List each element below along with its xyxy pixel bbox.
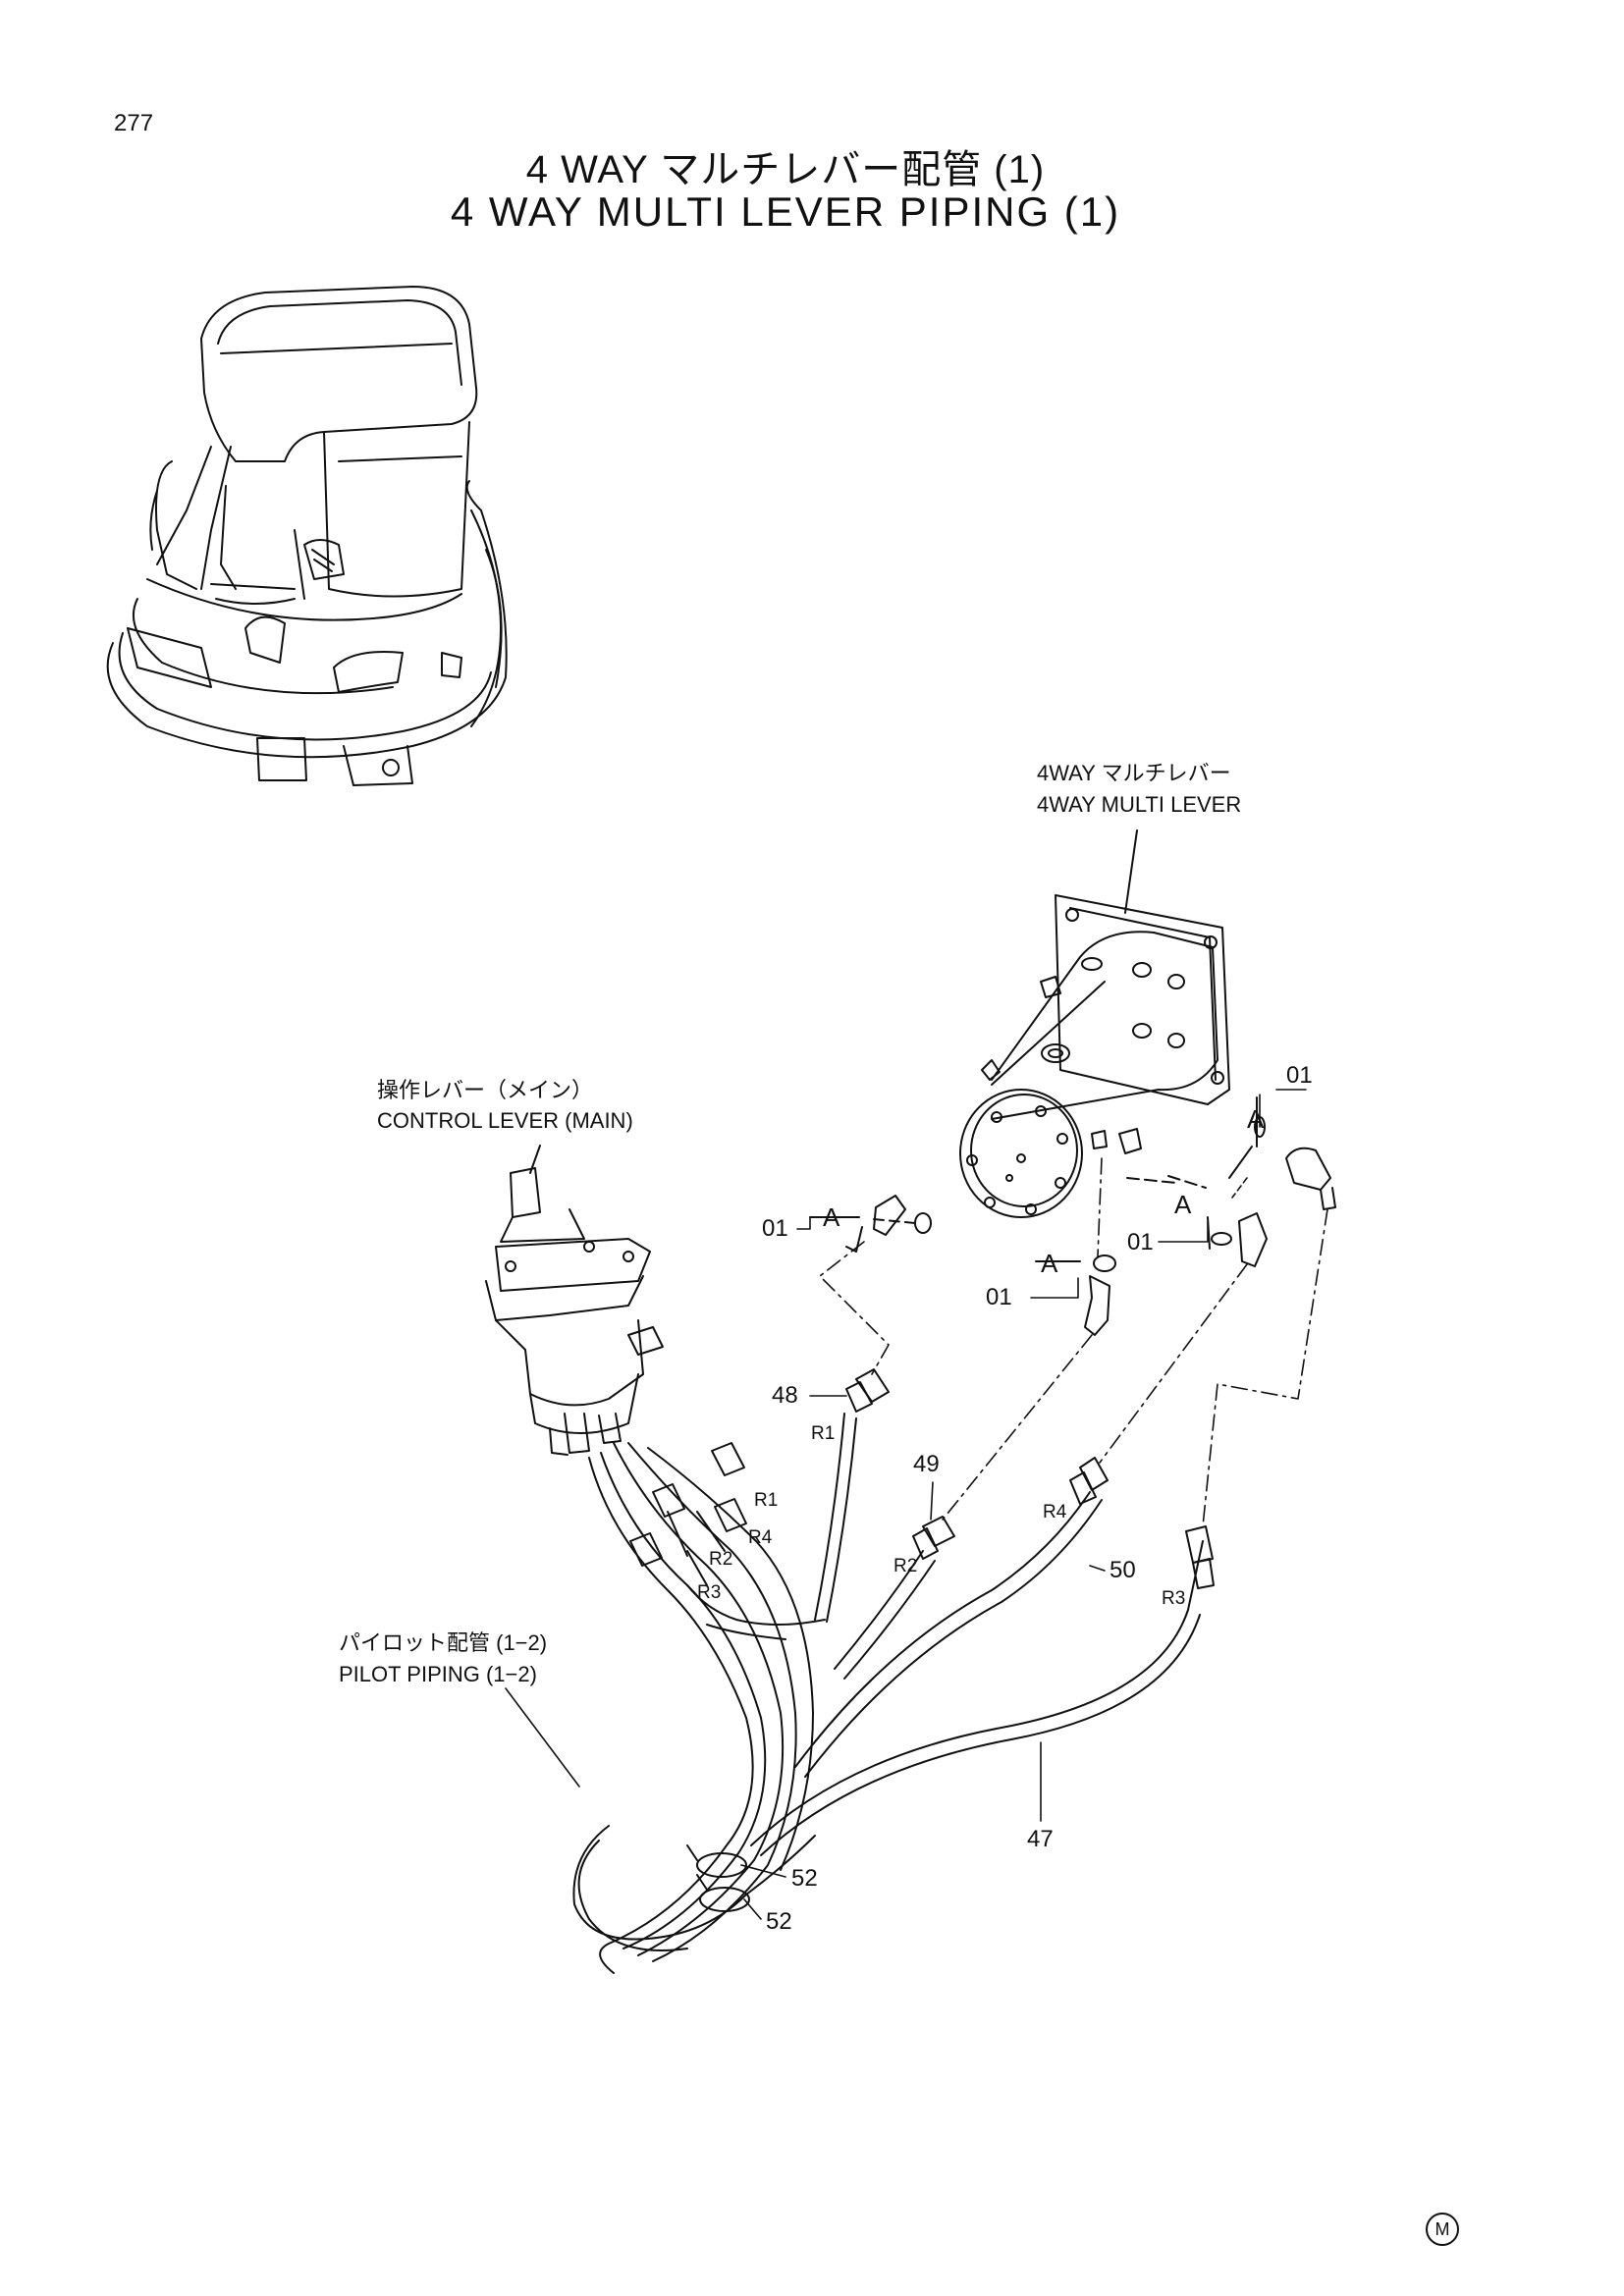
hose-bundle [573,1414,1203,1973]
callout-leaders [506,1090,1306,1919]
port-label-r3-lever: R3 [697,1582,722,1603]
page-number: 277 [114,110,154,136]
part-number-47: 47 [1027,1826,1054,1852]
part-number-48: 48 [772,1382,798,1409]
section-marker-a-upper: A [1247,1104,1265,1134]
port-label-r1-lever: R1 [754,1490,779,1511]
pilot-piping-label-en: PILOT PIPING (1−2) [339,1662,537,1686]
port-label-r2-hose: R2 [893,1556,918,1576]
multi-lever-label-jp: 4WAY マルチレバー [1037,761,1231,785]
multi-lever-drawing [960,895,1229,1217]
control-lever-label-jp: 操作レバー（メイン） [377,1078,594,1102]
part-number-01-lower: 01 [986,1284,1012,1310]
section-marker-a-lower: A [1041,1249,1058,1278]
excavator-overview-illustration [108,287,507,785]
page-title-english: 4 WAY MULTI LEVER PIPING (1) [450,188,1121,235]
port-label-r1-hose: R1 [811,1423,836,1444]
part-number-01-left: 01 [762,1215,788,1242]
control-lever-label-en: CONTROL LEVER (MAIN) [377,1108,633,1133]
multi-lever-leader [1125,830,1137,913]
section-marker-a-left: A [823,1202,840,1232]
page-title-japanese: 4 WAY マルチレバー配管 (1) [525,148,1046,191]
pilot-piping-label-jp: パイロット配管 (1−2) [339,1630,548,1655]
connection-leaders [820,1158,1327,1526]
part-number-50: 50 [1110,1557,1136,1583]
part-number-01-upper: 01 [1286,1062,1313,1089]
port-label-r2-lever: R2 [709,1549,733,1570]
part-number-52-upper: 52 [791,1865,818,1892]
control-lever-drawing [486,1146,663,1455]
hose-fittings [630,1369,1214,1911]
section-marker-a-right: A [1174,1190,1192,1219]
port-label-r4-hose: R4 [1043,1502,1067,1522]
footer-m-mark: M [1426,2213,1459,2246]
part-number-49: 49 [913,1451,940,1477]
part-number-52-lower: 52 [766,1908,792,1935]
multi-lever-label-en: 4WAY MULTI LEVER [1037,792,1242,817]
part-number-01-right: 01 [1127,1229,1154,1255]
port-label-r4-lever: R4 [748,1527,773,1548]
port-label-r3-hose: R3 [1162,1588,1186,1609]
